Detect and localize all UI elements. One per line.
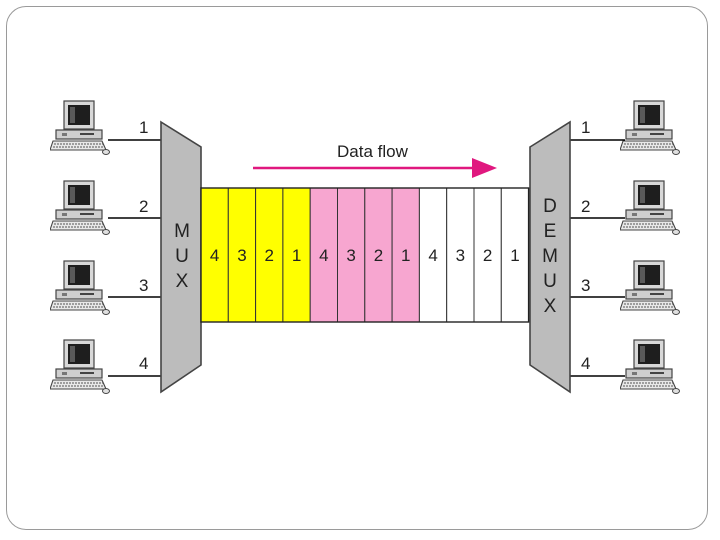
demux-letter-1: D: [543, 196, 557, 217]
time-slot-label-2-1: 4: [319, 246, 328, 265]
output-label-4: 4: [581, 354, 590, 373]
mux-letter-3: X: [176, 271, 189, 292]
demux-letter-4: U: [543, 271, 557, 292]
computer-icon-in-3: [50, 261, 110, 315]
computer-icon-in-4: [50, 340, 110, 394]
demux-letter-3: M: [542, 246, 558, 267]
time-slot-label-1-1: 4: [210, 246, 219, 265]
time-slot-label-3-4: 1: [510, 246, 519, 265]
input-label-1: 1: [139, 118, 148, 137]
time-slot-label-1-2: 3: [237, 246, 246, 265]
computer-icon-out-1: [620, 101, 680, 155]
data-flow-label: Data flow: [337, 142, 409, 161]
time-slot-label-1-3: 2: [265, 246, 274, 265]
computer-icon-out-2: [620, 181, 680, 235]
time-slot-label-2-3: 2: [374, 246, 383, 265]
time-slot-label-3-3: 2: [483, 246, 492, 265]
input-label-3: 3: [139, 276, 148, 295]
demux-letter-5: X: [544, 296, 557, 317]
output-label-1: 1: [581, 118, 590, 137]
input-label-4: 4: [139, 354, 148, 373]
demux-letter-2: E: [544, 221, 557, 242]
time-slot-label-3-2: 3: [456, 246, 465, 265]
output-label-2: 2: [581, 197, 590, 216]
computer-icon-in-2: [50, 181, 110, 235]
time-slot-label-2-2: 3: [346, 246, 355, 265]
time-slot-label-1-4: 1: [292, 246, 301, 265]
mux-letter-2: U: [175, 246, 189, 267]
computer-icon-in-1: [50, 101, 110, 155]
time-slot-label-2-4: 1: [401, 246, 410, 265]
output-label-3: 3: [581, 276, 590, 295]
input-label-2: 2: [139, 197, 148, 216]
mux-letter-1: M: [174, 221, 190, 242]
computer-icon-out-3: [620, 261, 680, 315]
time-slot-label-3-1: 4: [428, 246, 437, 265]
computer-icon-out-4: [620, 340, 680, 394]
